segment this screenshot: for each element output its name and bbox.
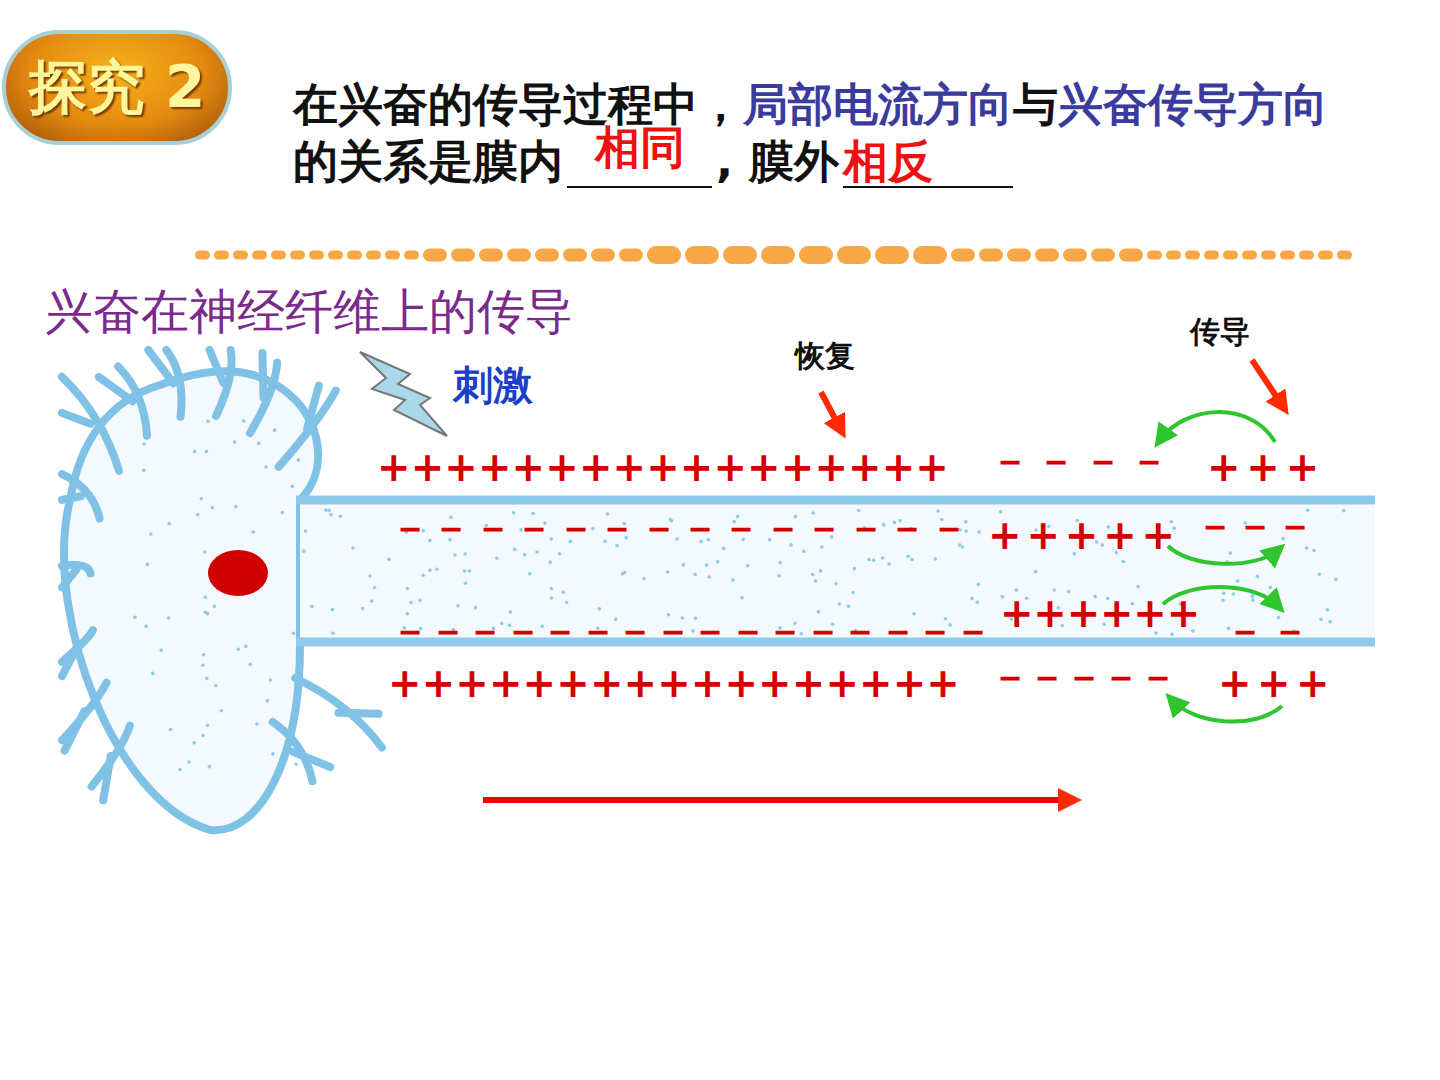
charge-sign: ++++++: [1000, 593, 1200, 633]
topic-badge: 探究 2: [2, 30, 232, 145]
charge-sign: +++: [1207, 447, 1325, 487]
question-text: 局部电流方向: [743, 78, 1013, 131]
badge-text: 探究 2: [29, 49, 206, 127]
answer-blank: 相反: [843, 138, 1013, 188]
conduction-label: 传导: [1190, 317, 1250, 347]
charge-sign: －－: [1225, 610, 1315, 650]
cytoplasm-dots: [133, 419, 1345, 771]
dashed-line: [195, 246, 1352, 264]
pointer-arrows: [821, 360, 1282, 428]
question-text: 兴奋传导方向: [1058, 78, 1328, 131]
charge-sign: +++: [1218, 663, 1335, 703]
question-text: 在兴奋的传导过程中，局部电流方向与兴奋传导方向的关系是膜内相同, 膜外相反: [293, 76, 1368, 190]
answer-text: 相反: [843, 135, 933, 188]
charge-sign: +++++: [988, 515, 1180, 555]
question-text: , 膜外: [716, 135, 839, 188]
answer-blank: 相同: [567, 138, 712, 188]
stimulus-bolt: [360, 352, 447, 436]
charge-sign: －－－－－－－－－－－－－－: [390, 507, 970, 547]
stimulus-label: 刺激: [453, 365, 533, 405]
answer-text: 相同: [595, 121, 685, 174]
charge-sign: －－－－－－－－－－－－－－－－: [390, 610, 990, 650]
diagram-heading: 兴奋在神经纤维上的传导: [45, 287, 573, 335]
conduction-direction-arrow: [483, 797, 1070, 803]
charge-sign: －－－－－: [990, 656, 1175, 696]
axon-membrane: [296, 496, 1375, 505]
question-text: 与: [1013, 78, 1058, 131]
charge-sign: +++++++++++++++++: [377, 447, 949, 487]
charge-sign: －－－－: [990, 440, 1175, 480]
recovery-label: 恢复: [795, 341, 855, 371]
nucleus: [208, 550, 268, 596]
charge-sign: －－－: [1195, 505, 1315, 545]
cell-body: [64, 371, 318, 830]
question-text: 的关系是膜内: [293, 135, 563, 188]
charge-sign: +++++++++++++++++: [388, 663, 960, 703]
